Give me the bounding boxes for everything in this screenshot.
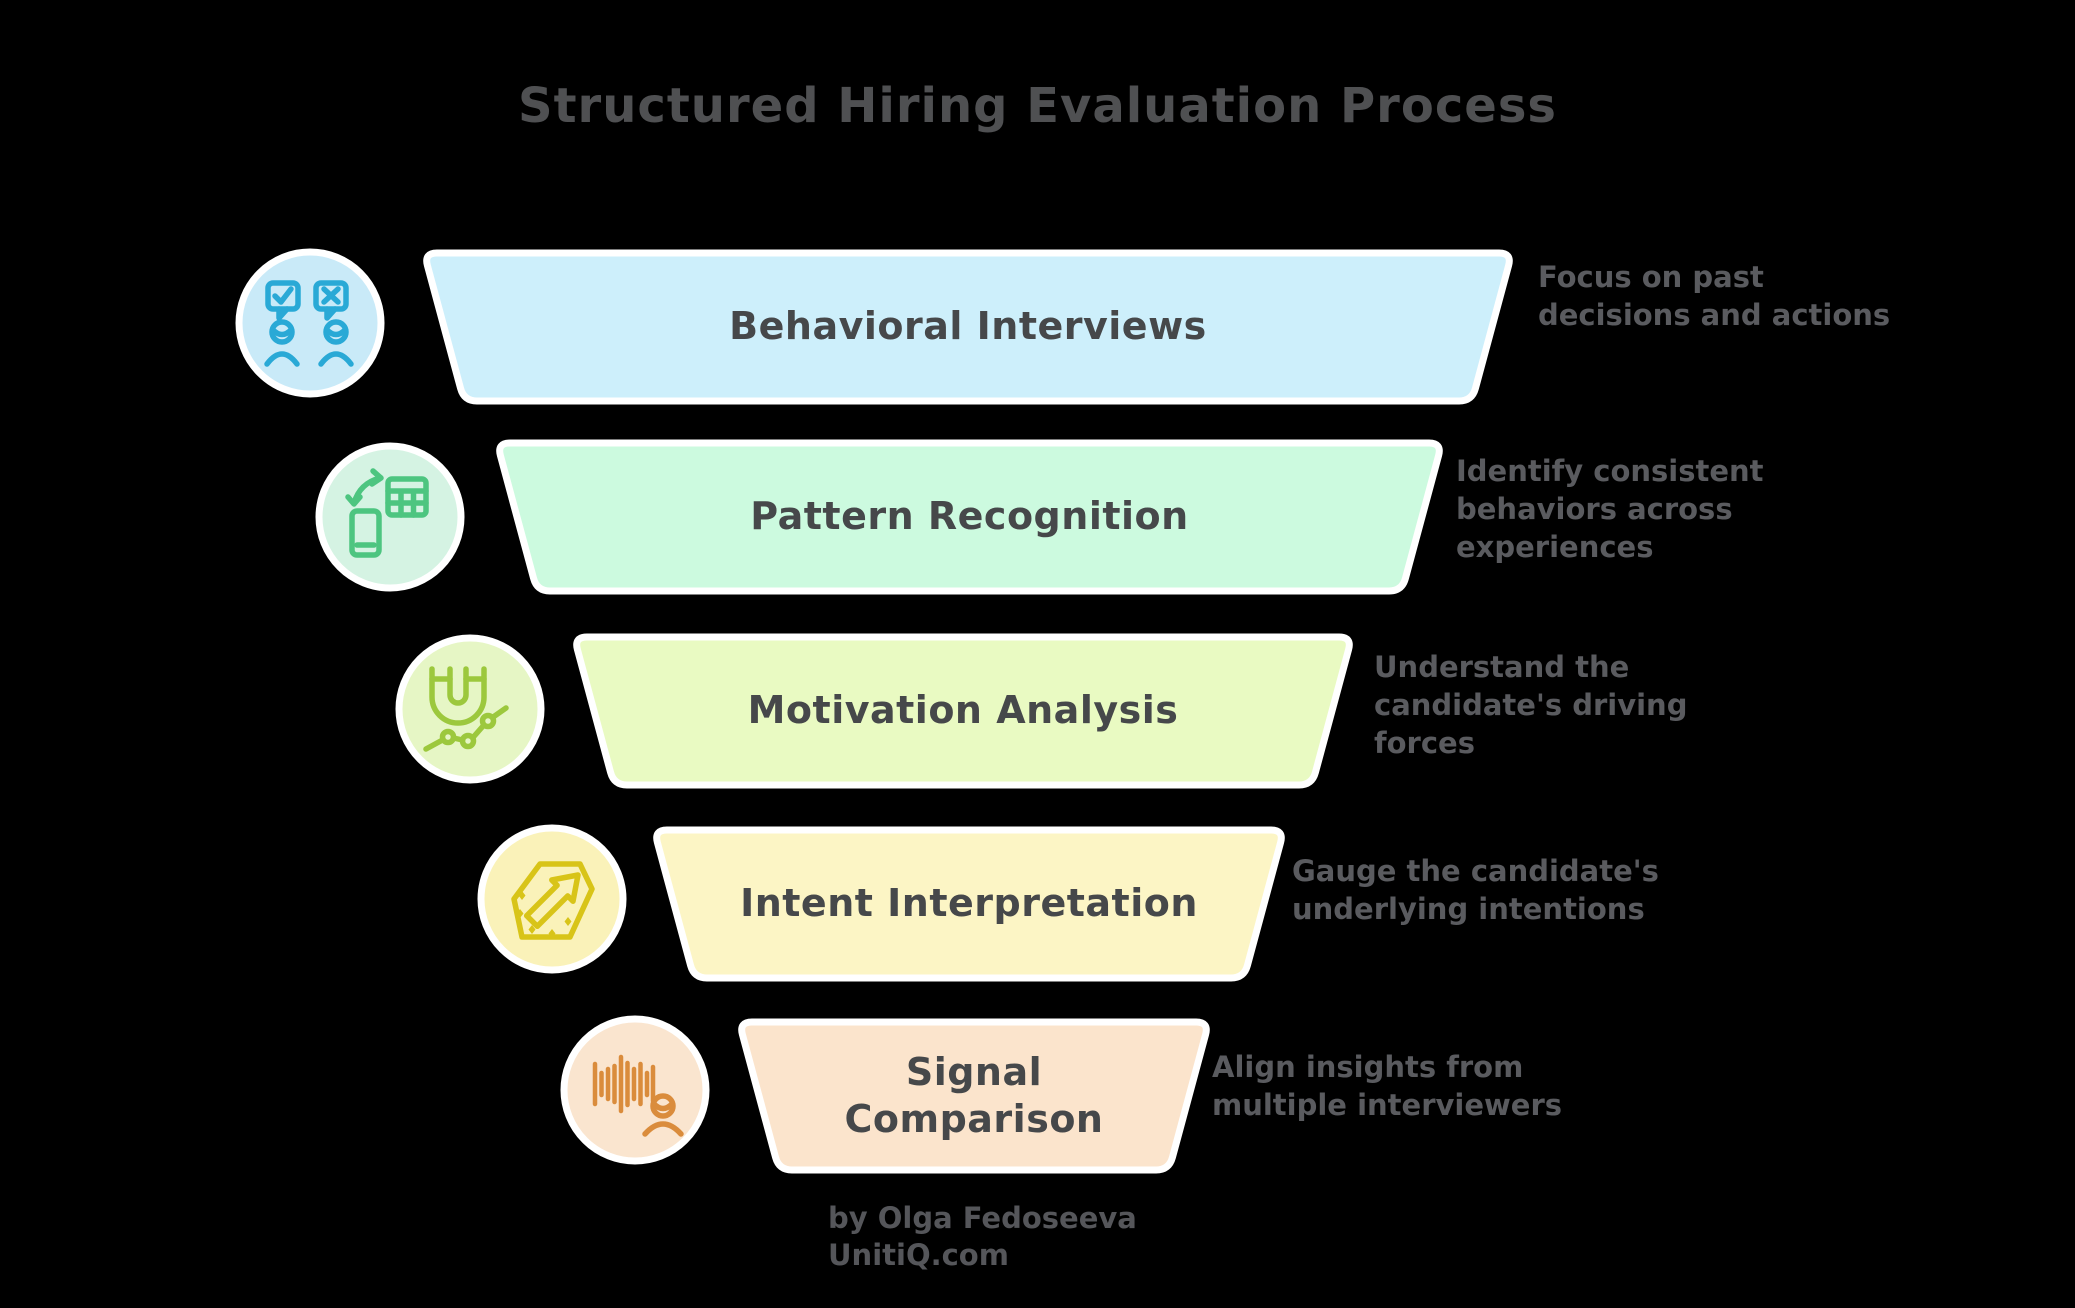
stage-5-label: Signal Comparison xyxy=(844,1049,1104,1142)
stage-1-description: Focus on past decisions and actions xyxy=(1538,260,1891,332)
stage-3-bar-shape xyxy=(573,633,1353,789)
stage-5-bar-shape xyxy=(738,1018,1210,1174)
stage-2-badge xyxy=(315,442,465,592)
stage-4-label: Intent Interpretation xyxy=(740,881,1198,926)
stage-4-badge-circle xyxy=(477,824,627,974)
stage-1-bar-shape xyxy=(423,249,1513,405)
phone-table-sync-icon xyxy=(345,468,429,558)
arrow-sticker-icon xyxy=(511,861,595,940)
stage-2-bar xyxy=(496,439,1443,595)
attribution: by Olga Fedoseeva UnitiQ.com xyxy=(828,1200,1137,1274)
stage-3-badge xyxy=(395,634,545,784)
attribution-site: UnitiQ.com xyxy=(828,1238,1009,1272)
stage-2-bar-shape xyxy=(496,439,1443,595)
stage-1-badge-circle xyxy=(235,248,385,398)
stage-2-description: Identify consistent behaviors across exp… xyxy=(1456,454,1764,564)
stage-3-badge-circle xyxy=(395,634,545,784)
interview-feedback-icon xyxy=(264,280,354,367)
stage-3-label: Motivation Analysis xyxy=(747,688,1179,733)
stage-3-description: Understand the candidate's driving force… xyxy=(1374,650,1688,760)
stage-3-bar xyxy=(573,633,1353,789)
stage-1-badge xyxy=(235,248,385,398)
stage-5-bar xyxy=(738,1018,1210,1174)
stage-4-bar-shape xyxy=(653,826,1285,982)
stage-4-description: Gauge the candidate's underlying intenti… xyxy=(1292,854,1659,926)
stage-1-bar xyxy=(423,249,1513,405)
stage-5-description: Align insights from multiple interviewer… xyxy=(1212,1050,1563,1122)
stage-4-badge xyxy=(477,824,627,974)
stage-5-badge xyxy=(560,1015,710,1165)
stage-4-bar xyxy=(653,826,1285,982)
stage-1-label: Behavioral Interviews xyxy=(729,304,1207,349)
stage-2-label: Pattern Recognition xyxy=(750,494,1189,539)
soundwave-person-icon xyxy=(592,1054,684,1137)
diagram-title: Structured Hiring Evaluation Process xyxy=(518,78,1557,134)
magnet-trend-icon xyxy=(423,666,509,752)
attribution-author: by Olga Fedoseeva xyxy=(828,1201,1137,1235)
